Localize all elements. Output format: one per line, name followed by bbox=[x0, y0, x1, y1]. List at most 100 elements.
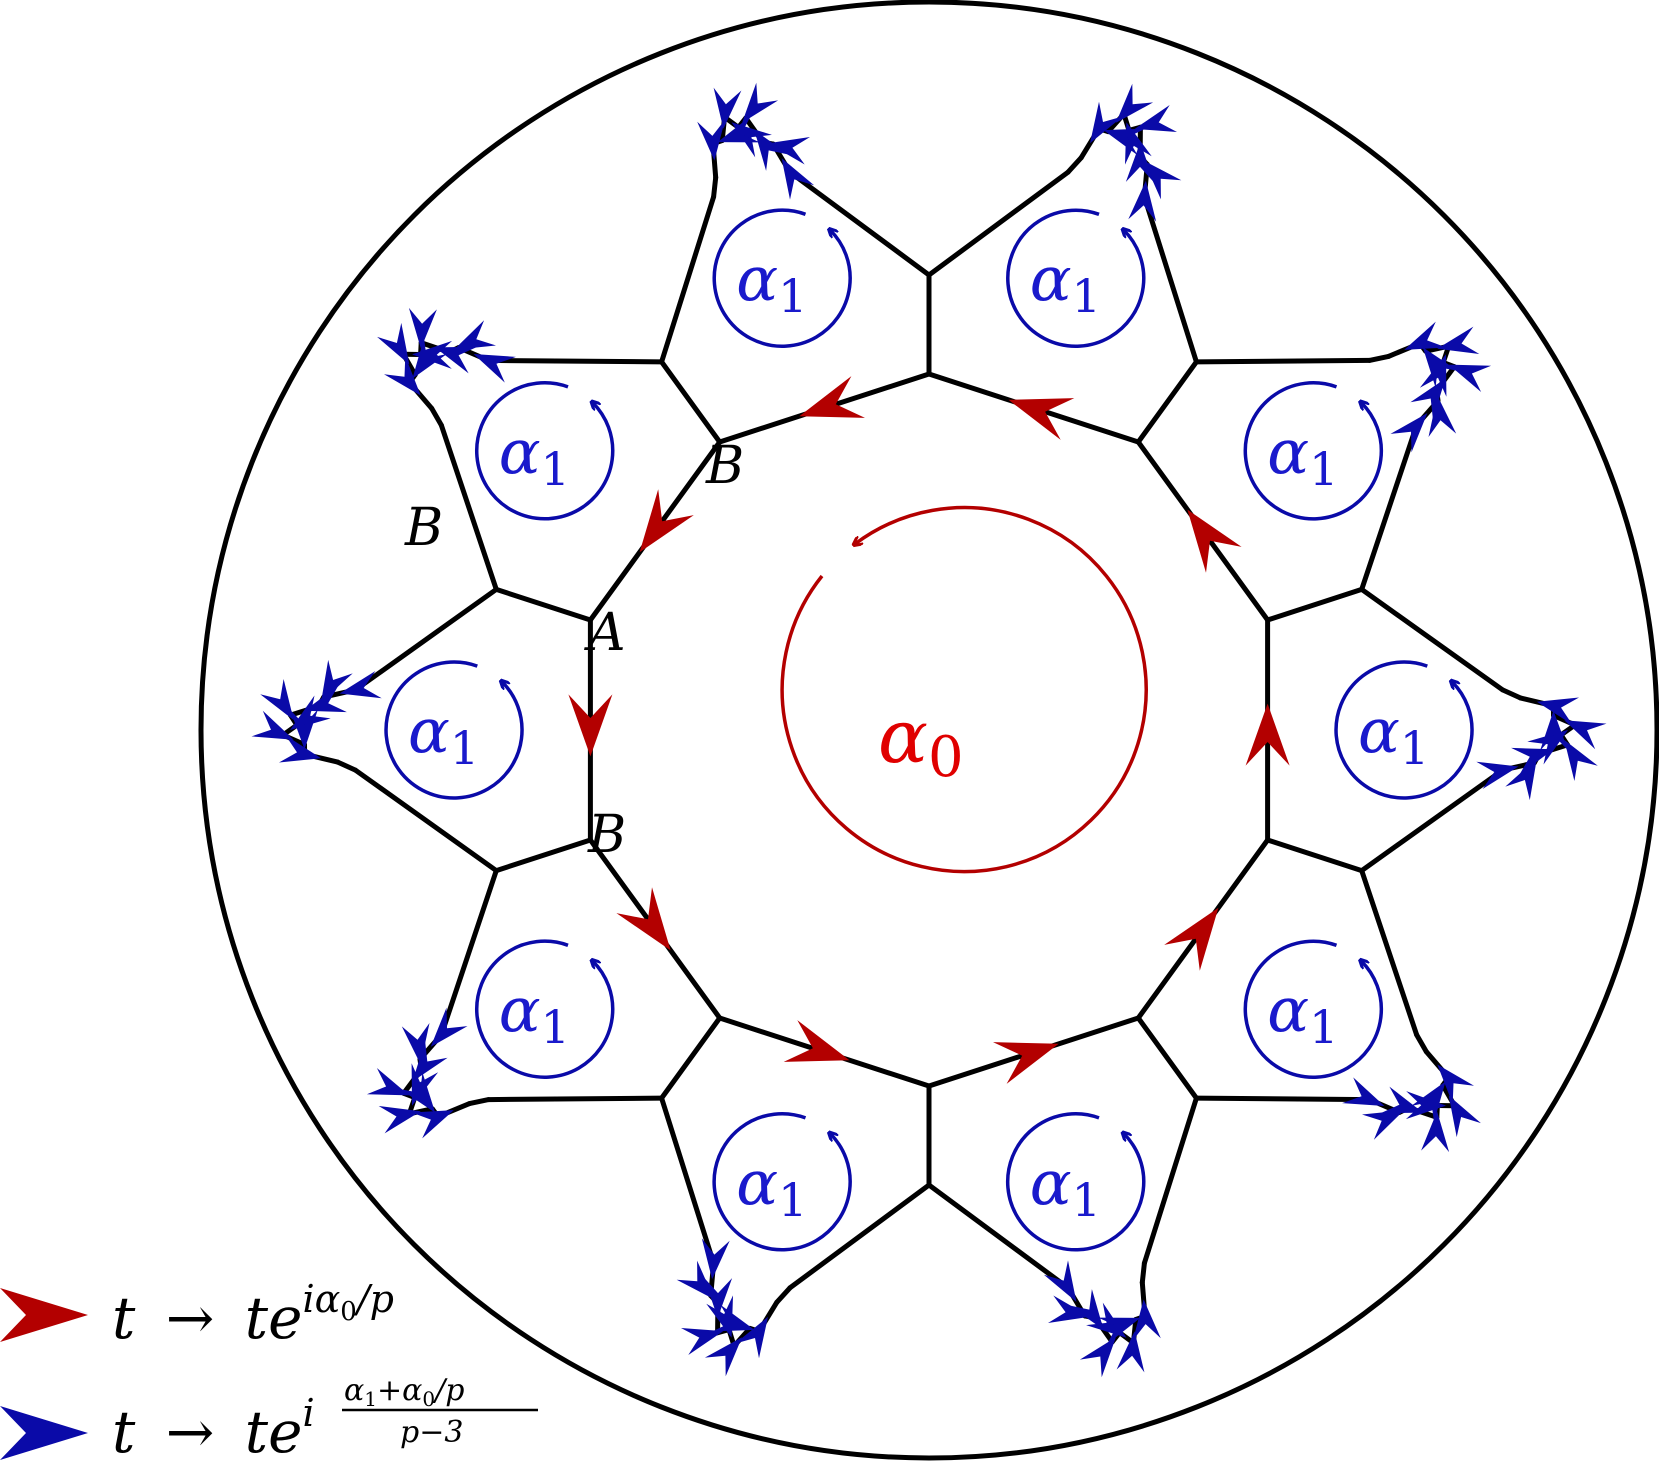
blue-edge-arrow bbox=[742, 82, 779, 123]
red-edge-arrow bbox=[568, 694, 613, 757]
blue-edge-arrow bbox=[453, 320, 496, 350]
vertex-labels: B B A B bbox=[404, 436, 744, 865]
blue-edge-arrow bbox=[1448, 364, 1492, 392]
red-edge-arrow bbox=[1245, 703, 1290, 766]
split-edge bbox=[438, 422, 499, 592]
blue-edge-arrow bbox=[1564, 720, 1607, 750]
outer-zigzag-edge bbox=[1414, 1032, 1429, 1055]
blue-edge-arrow bbox=[1410, 378, 1446, 419]
alpha0-loop: α0 bbox=[780, 505, 1148, 874]
blue-edge-arrow bbox=[1511, 747, 1554, 775]
alpha1-label: α1 bbox=[1030, 1146, 1101, 1227]
split-edge bbox=[926, 1182, 1071, 1291]
alpha0-label: α0 bbox=[878, 694, 964, 790]
alpha1-label: α1 bbox=[1267, 973, 1338, 1054]
blue-edge-arrow bbox=[1125, 142, 1154, 183]
blue-edge-arrow bbox=[1437, 326, 1480, 354]
blue-edge-arrow bbox=[435, 346, 478, 374]
blue-phase-arrows bbox=[251, 82, 1607, 1378]
blue-edge-arrow bbox=[384, 356, 421, 396]
blue-edge-arrow bbox=[676, 1260, 715, 1300]
outer-zigzag-edge bbox=[467, 1097, 491, 1107]
blue-edge-arrow bbox=[701, 1238, 730, 1280]
alpha1-label: α1 bbox=[1358, 694, 1429, 775]
spoke-edge bbox=[493, 586, 593, 623]
alpha1-loop-arc bbox=[712, 1112, 852, 1252]
split-edge bbox=[1193, 1095, 1372, 1103]
blue-edge-arrow bbox=[713, 87, 742, 129]
blue-edge-arrow bbox=[339, 671, 382, 699]
split-edge bbox=[659, 194, 717, 365]
outer-boundary-circle bbox=[198, 0, 1659, 1461]
alpha1-label: α1 bbox=[1030, 242, 1101, 323]
blue-edge-arrow bbox=[1422, 347, 1458, 388]
blue-edge-arrow bbox=[1437, 1064, 1474, 1104]
red-edge-arrow bbox=[616, 887, 671, 951]
vertex-label-b-outer: B bbox=[404, 498, 443, 558]
blue-edge-arrow bbox=[1390, 413, 1428, 453]
spoke-edge bbox=[1265, 586, 1365, 623]
blue-edge-arrow bbox=[681, 1328, 724, 1355]
blue-edge-arrow bbox=[1069, 1289, 1104, 1330]
blue-edge-arrow bbox=[1564, 739, 1598, 781]
alpha1-loop-arc bbox=[474, 381, 615, 521]
blue-edge-arrow bbox=[1476, 761, 1519, 789]
blue-edge-arrow bbox=[1079, 1337, 1116, 1378]
spoke-edge bbox=[493, 837, 593, 874]
alpha1-loop-arc bbox=[1005, 1112, 1146, 1252]
outer-zigzag-edge bbox=[1367, 353, 1391, 363]
spoke-edge bbox=[1135, 359, 1199, 445]
blue-edge-arrow bbox=[712, 1304, 755, 1332]
alpha1-label: α1 bbox=[1267, 415, 1338, 496]
legend-blue-exponent-denominator: p−3 bbox=[400, 1415, 463, 1450]
split-edge bbox=[787, 1182, 932, 1291]
split-edge bbox=[1359, 422, 1420, 592]
alpha1-loop-arc bbox=[474, 939, 615, 1079]
split-edge bbox=[1359, 767, 1506, 874]
split-edge bbox=[438, 868, 499, 1038]
blue-edge-arrow bbox=[1143, 160, 1182, 200]
blue-edge-arrow bbox=[412, 340, 453, 369]
outer-zigzag-edge bbox=[711, 175, 719, 200]
blue-edge-arrow bbox=[1098, 1317, 1141, 1345]
blue-edge-arrow bbox=[304, 685, 347, 713]
blue-edge-arrow bbox=[1128, 180, 1157, 222]
split-edge bbox=[926, 169, 1071, 278]
split-edge bbox=[486, 1095, 665, 1103]
blue-edge-arrow bbox=[1342, 1077, 1385, 1106]
blue-edge-arrow bbox=[1103, 128, 1146, 156]
blue-edge-arrow bbox=[1116, 1331, 1145, 1373]
red-edge-arrow bbox=[1164, 907, 1219, 971]
blue-edge-arrow bbox=[1048, 1295, 1090, 1323]
blue-edge-arrow bbox=[768, 137, 810, 165]
blue-edge-arrow bbox=[697, 119, 726, 161]
blue-edge-arrow bbox=[704, 1277, 733, 1318]
legend-blue-arrow-icon bbox=[0, 1406, 88, 1460]
split-edge bbox=[1359, 586, 1506, 693]
blue-edge-arrow bbox=[260, 679, 294, 721]
outer-zigzag-edge bbox=[1500, 687, 1523, 701]
alpha1-label: α1 bbox=[736, 242, 807, 323]
alpha1-loop-arc bbox=[1243, 939, 1384, 1079]
spoke-edge bbox=[659, 359, 723, 445]
split-edge bbox=[1359, 868, 1420, 1038]
alpha1-label: α1 bbox=[499, 973, 570, 1054]
blue-edge-arrow bbox=[400, 1072, 436, 1113]
blue-edge-arrow bbox=[412, 337, 447, 379]
blue-edge-arrow bbox=[1411, 1081, 1446, 1123]
spoke-edge bbox=[1265, 837, 1365, 874]
blue-edge-arrow bbox=[1540, 710, 1568, 751]
red-edge-arrow bbox=[993, 1042, 1059, 1084]
legend-blue-row: t → tei α1+α0/p p−3 bbox=[0, 1373, 538, 1461]
blue-edge-arrow bbox=[366, 1068, 410, 1096]
alpha1-loop-arc bbox=[1243, 381, 1384, 521]
spoke-edge bbox=[1135, 1015, 1199, 1101]
split-edge bbox=[659, 1095, 717, 1266]
blue-edge-arrow bbox=[1405, 1091, 1446, 1120]
blue-edge-arrow bbox=[430, 1007, 468, 1047]
blue-edge-arrow bbox=[1116, 83, 1154, 123]
outer-zigzag-edge bbox=[774, 1285, 793, 1305]
blue-edge-arrow bbox=[1043, 1260, 1077, 1302]
blue-edge-arrow bbox=[408, 307, 437, 349]
